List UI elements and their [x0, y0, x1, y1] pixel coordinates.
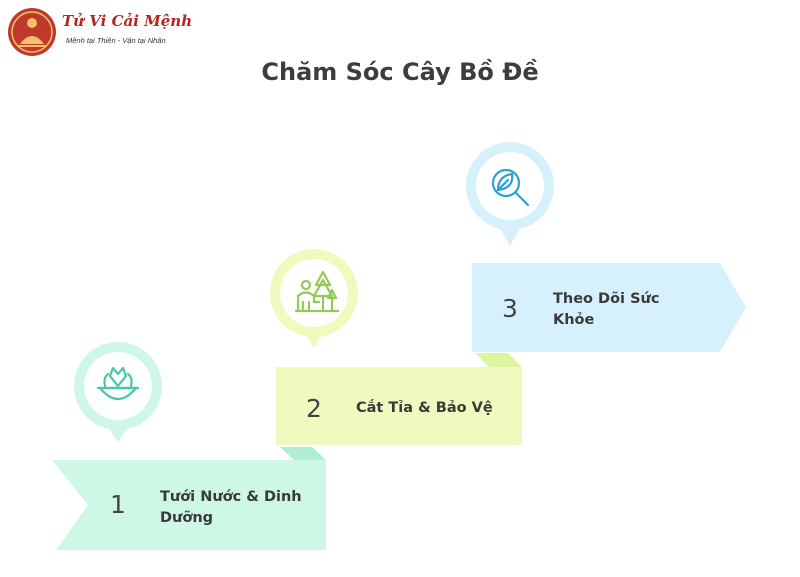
step-2-group	[270, 249, 522, 445]
step-2-fold	[475, 353, 522, 367]
step-1-number: 1	[110, 490, 126, 519]
step-1-banner	[52, 460, 326, 550]
step-3-label: Theo Dõi Sức Khỏe	[553, 291, 660, 328]
brand-tagline: Mệnh tại Thiên - Vận tại Nhân	[66, 36, 166, 45]
step-1-group	[52, 342, 326, 550]
step-2-number: 2	[306, 394, 322, 423]
step-2-banner	[276, 367, 522, 445]
step-3-pin	[466, 142, 554, 246]
buddha-emblem-icon	[8, 8, 56, 56]
brand-name: Tử Vi Cải Mệnh	[62, 12, 193, 30]
plant-in-bowl-icon	[96, 366, 140, 401]
page-title: Chăm Sóc Cây Bồ Đề	[261, 58, 539, 86]
step-3-number: 3	[502, 294, 518, 323]
step-1-label: Tưới Nước & Dinh Dưỡng	[160, 489, 302, 526]
magnifier-leaf-icon	[491, 168, 530, 207]
step-1-pin	[74, 342, 162, 442]
step-3-banner	[472, 263, 746, 352]
step-2-label: Cắt Tỉa & Bảo Vệ	[356, 400, 493, 416]
gardener-with-trees-icon	[294, 270, 340, 313]
step-1-fold	[280, 447, 326, 460]
brand-logo[interactable]: Tử Vi Cải Mệnh Mệnh tại Thiên - Vận tại …	[6, 6, 206, 58]
step-3-group	[466, 142, 746, 352]
